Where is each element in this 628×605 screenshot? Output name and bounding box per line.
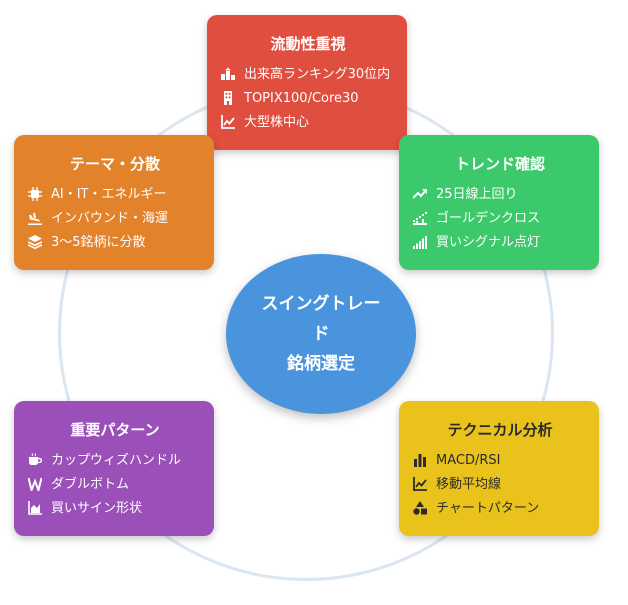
list-item-label: 移動平均線 (436, 477, 502, 492)
card-technical: テクニカル分析 MACD/RSI 移動平均線 チャートパターン (399, 401, 599, 536)
list-item: AI・IT・エネルギー (28, 186, 202, 203)
list-item: 25日線上回り (413, 186, 587, 203)
chip-icon (28, 187, 42, 201)
card-pattern: 重要パターン カップウィズハンドル ダブルボトム 買いサイン形状 (14, 401, 214, 536)
list-item-label: MACD/RSI (436, 453, 501, 468)
list-item: 移動平均線 (413, 476, 587, 493)
list-item-label: ダブルボトム (51, 477, 130, 492)
signal-icon (413, 235, 427, 249)
building-icon (221, 91, 235, 105)
list-item: MACD/RSI (413, 452, 587, 469)
list-item: カップウィズハンドル (28, 452, 202, 469)
list-item-label: TOPIX100/Core30 (244, 91, 359, 106)
card-title: テクニカル分析 (447, 421, 553, 439)
list-item: インバウンド・海運 (28, 210, 202, 227)
card-title: 重要パターン (70, 421, 160, 439)
list-item-label: インバウンド・海運 (51, 211, 169, 226)
card-theme: テーマ・分散 AI・IT・エネルギー インバウンド・海運 3〜5銘柄に分散 (14, 135, 214, 270)
list-item: 出来高ランキング30位内 (221, 66, 395, 83)
list-item-label: 出来高ランキング30位内 (244, 67, 391, 82)
list-item: ダブルボトム (28, 476, 202, 493)
card-trend: トレンド確認 25日線上回り ゴールデンクロス 買いシグナル点灯 (399, 135, 599, 270)
bar-chart-icon (413, 453, 427, 467)
card-liquidity: 流動性重視 出来高ランキング30位内 TOPIX100/Core30 大型株中心 (207, 15, 407, 150)
layers-icon (28, 235, 42, 249)
plane-landing-icon (28, 211, 42, 225)
list-item: 3〜5銘柄に分散 (28, 234, 202, 251)
list-item-label: ゴールデンクロス (436, 211, 541, 226)
chart-line-icon (413, 477, 427, 491)
center-title-line1: スイングトレード (261, 294, 381, 344)
list-item: 買いサイン形状 (28, 500, 202, 517)
cross-bars-icon (413, 211, 427, 225)
list-item: 大型株中心 (221, 114, 395, 131)
w-letter-icon (28, 477, 42, 491)
list-item-label: 買いシグナル点灯 (436, 235, 541, 250)
list-item: チャートパターン (413, 500, 587, 517)
list-item-label: 大型株中心 (244, 115, 310, 130)
list-item: ゴールデンクロス (413, 210, 587, 227)
list-item-label: カップウィズハンドル (51, 453, 182, 468)
list-item-label: 25日線上回り (436, 187, 518, 202)
list-item: 買いシグナル点灯 (413, 234, 587, 251)
card-title: 流動性重視 (270, 35, 346, 53)
shapes-icon (413, 501, 427, 515)
list-item-label: 3〜5銘柄に分散 (51, 235, 146, 250)
list-item-label: AI・IT・エネルギー (51, 187, 167, 202)
podium-icon (221, 67, 235, 81)
center-title-line2: 銘柄選定 (287, 354, 355, 374)
list-item-label: 買いサイン形状 (51, 501, 143, 516)
center-circle: スイングトレード 銘柄選定 (226, 254, 416, 414)
card-title: トレンド確認 (454, 155, 545, 173)
area-chart-icon (28, 501, 42, 515)
cup-icon (28, 453, 42, 467)
card-title: テーマ・分散 (69, 155, 160, 173)
chart-line-icon (221, 115, 235, 129)
list-item: TOPIX100/Core30 (221, 90, 395, 107)
list-item-label: チャートパターン (436, 501, 540, 516)
trend-up-icon (413, 187, 427, 201)
